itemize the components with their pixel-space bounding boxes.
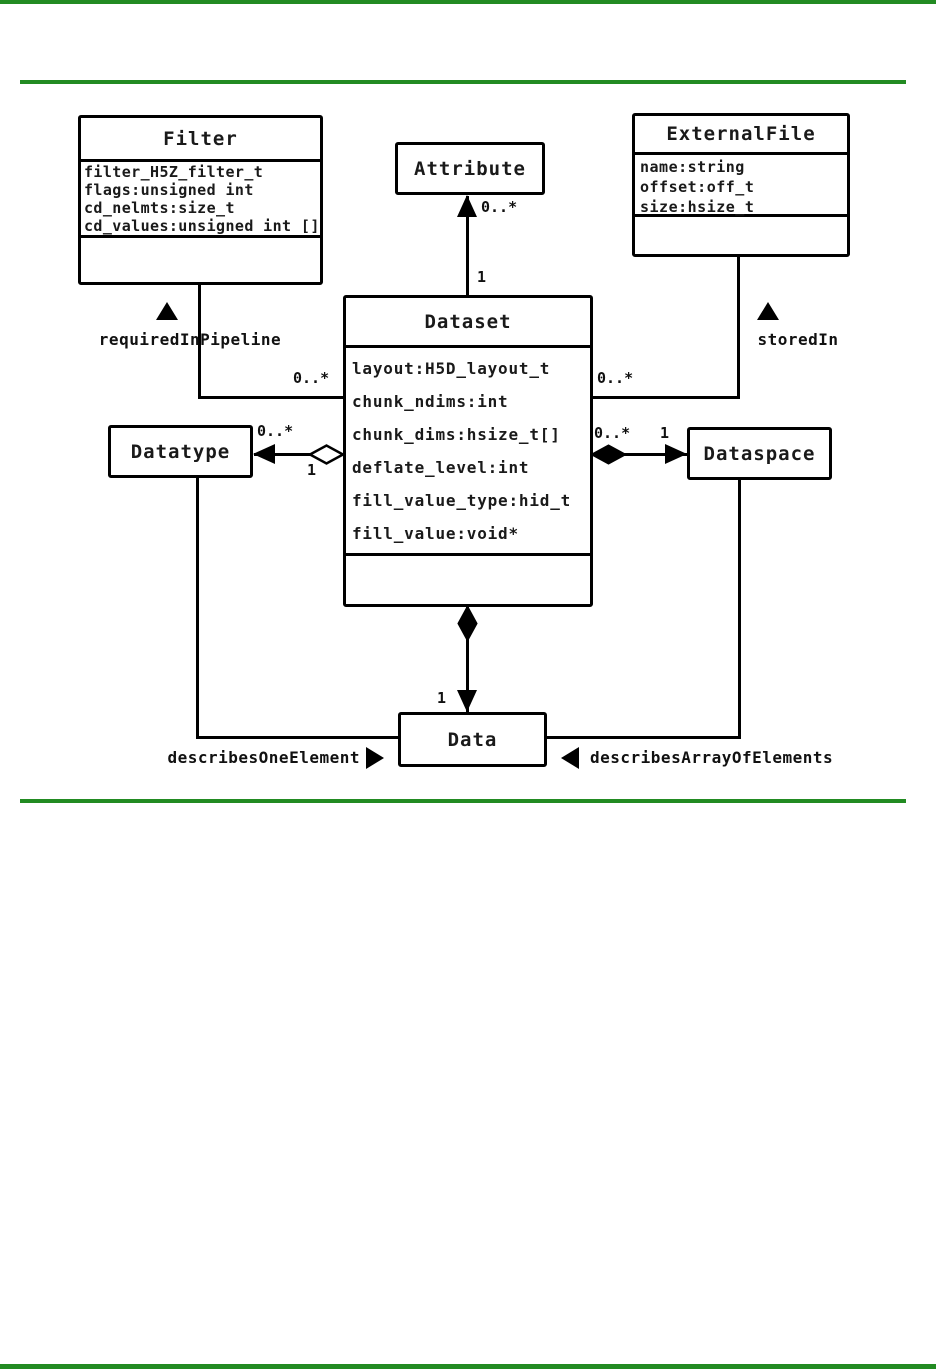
attribute-row: filter_H5Z_filter_t (84, 163, 264, 181)
multiplicity-label: 0..* (481, 198, 518, 216)
class-title-dataspace: Dataspace (703, 442, 816, 465)
class-title-dataset: Dataset (346, 298, 590, 348)
class-operations-empty (81, 238, 320, 282)
dataset-dataspace-line (591, 453, 689, 456)
arrowhead-up-icon (457, 195, 477, 217)
relationship-label-requiredinpipeline: requiredInPipeline (98, 330, 282, 349)
multiplicity-label: 1 (437, 689, 447, 707)
class-operations-empty (346, 556, 590, 604)
bottom-green-bar (0, 1364, 936, 1369)
attribute-row: chunk_dims:hsize_t[] (352, 425, 561, 444)
attribute-row: size:hsize_t (640, 198, 755, 216)
multiplicity-label: 1 (660, 424, 670, 442)
attribute-row: fill_value:void* (352, 524, 519, 543)
top-green-bar (0, 0, 936, 4)
lower-green-rule (20, 799, 906, 803)
up-triangle-icon (156, 302, 178, 320)
class-box-filter: Filter filter_H5Z_filter_t flags:unsigne… (78, 115, 323, 285)
class-title-filter: Filter (81, 118, 320, 162)
datatype-data-line-vertical (196, 476, 199, 739)
datatype-data-line-horizontal (196, 736, 400, 739)
multiplicity-label: 0..* (597, 369, 634, 387)
filled-diamond-icon (457, 604, 478, 643)
attribute-row: deflate_level:int (352, 458, 530, 477)
class-attributes-externalfile: name:string offset:off_t size:hsize_t (635, 155, 847, 217)
class-box-externalfile: ExternalFile name:string offset:off_t si… (632, 113, 850, 257)
filled-diamond-icon (589, 444, 628, 465)
arrowhead-right-icon (665, 444, 687, 464)
attribute-row: cd_values:unsigned int [] (84, 217, 320, 235)
class-operations-empty (635, 217, 847, 254)
dataspace-data-line-horizontal (545, 736, 741, 739)
attribute-row: cd_nelmts:size_t (84, 199, 235, 217)
class-attributes-dataset: layout:H5D_layout_t chunk_ndims:int chun… (346, 348, 590, 556)
class-title-attribute: Attribute (414, 157, 526, 180)
externalfile-dataset-line-vertical (737, 255, 740, 399)
relationship-label-storedin: storedIn (757, 330, 839, 349)
attribute-row: layout:H5D_layout_t (352, 359, 551, 378)
right-triangle-icon (366, 747, 384, 769)
class-box-data: Data (398, 712, 547, 767)
multiplicity-label: 0..* (594, 424, 631, 442)
arrowhead-down-icon (457, 690, 477, 712)
arrowhead-left-icon (253, 444, 275, 464)
dataset-data-line (466, 605, 469, 712)
up-triangle-icon (757, 302, 779, 320)
upper-green-rule (20, 80, 906, 84)
dataspace-data-line-vertical (738, 478, 741, 739)
filter-dataset-line-horizontal (198, 396, 345, 399)
attribute-row: chunk_ndims:int (352, 392, 509, 411)
left-triangle-icon (561, 747, 579, 769)
multiplicity-label: 0..* (257, 422, 294, 440)
dataset-datatype-line (254, 453, 345, 456)
dataset-attribute-line (466, 196, 469, 297)
class-box-dataspace: Dataspace (687, 427, 832, 480)
class-box-datatype: Datatype (108, 425, 253, 478)
filter-dataset-line-vertical (198, 283, 201, 399)
relationship-label-describesoneelement: describesOneElement (167, 748, 360, 767)
class-box-dataset: Dataset layout:H5D_layout_t chunk_ndims:… (343, 295, 593, 607)
multiplicity-label: 0..* (293, 369, 330, 387)
externalfile-dataset-line-horizontal (592, 396, 740, 399)
class-title-data: Data (447, 728, 498, 751)
attribute-row: flags:unsigned int (84, 181, 254, 199)
multiplicity-label: 1 (477, 268, 487, 286)
attribute-row: fill_value_type:hid_t (352, 491, 572, 510)
attribute-row: name:string (640, 158, 745, 176)
class-title-datatype: Datatype (130, 440, 231, 463)
attribute-row: offset:off_t (640, 178, 755, 196)
class-title-externalfile: ExternalFile (635, 116, 847, 155)
class-box-attribute: Attribute (395, 142, 545, 195)
class-attributes-filter: filter_H5Z_filter_t flags:unsigned int c… (81, 162, 320, 238)
relationship-label-describesarrayofelements: describesArrayOfElements (590, 748, 834, 767)
hollow-diamond-icon (307, 444, 346, 465)
multiplicity-label: 1 (307, 461, 317, 479)
